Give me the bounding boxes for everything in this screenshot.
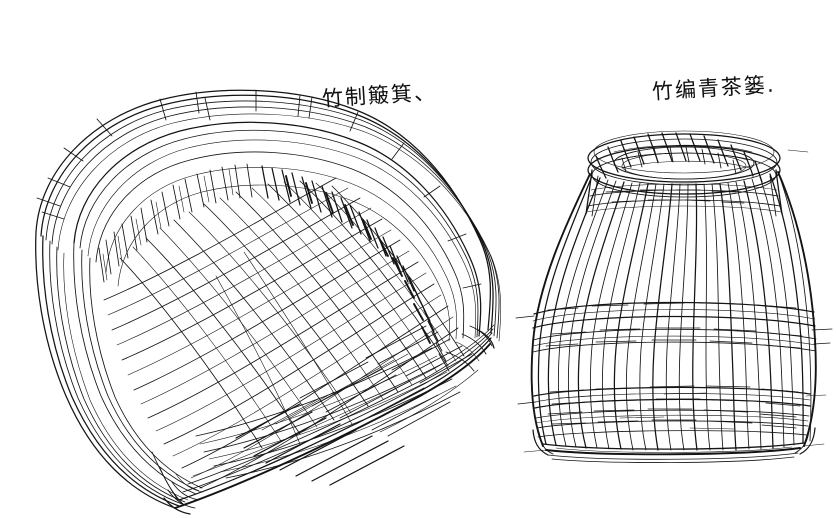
dustpan-left-rim-edge: [35, 231, 203, 509]
dustpan-binding-ticks-left: [98, 163, 253, 283]
dustpan-front-courses: [195, 347, 461, 479]
teabasket-weave-band-upper: [532, 301, 817, 353]
dustpan-lattice-weft: [119, 180, 465, 449]
bamboo-tea-basket-drawing: [515, 130, 833, 463]
dustpan-stray-strokes: [215, 251, 479, 445]
teabasket-rim-braid-wraps: [595, 132, 763, 183]
dustpan-rim-band: [35, 89, 502, 342]
teabasket-base: [523, 427, 825, 463]
teabasket-braided-rim: [587, 130, 781, 198]
dustpan-inner-rim: [73, 121, 482, 339]
dustpan-bottom-corner: [151, 451, 204, 515]
dustpan-right-tip: [445, 325, 495, 372]
dustpan-rim-ties: [36, 89, 482, 289]
dustpan-front-weave-hatch: [235, 325, 473, 486]
dustpan-front-lip: [174, 324, 495, 509]
teabasket-body-ribs: [537, 171, 812, 451]
teabasket-stray-weavers: [515, 149, 833, 405]
bamboo-dustpan-drawing: [35, 89, 502, 515]
teabasket-silhouette: [530, 171, 817, 447]
dustpan-lattice-warp: [103, 177, 459, 489]
teabasket-weave-band-lower: [533, 385, 811, 438]
